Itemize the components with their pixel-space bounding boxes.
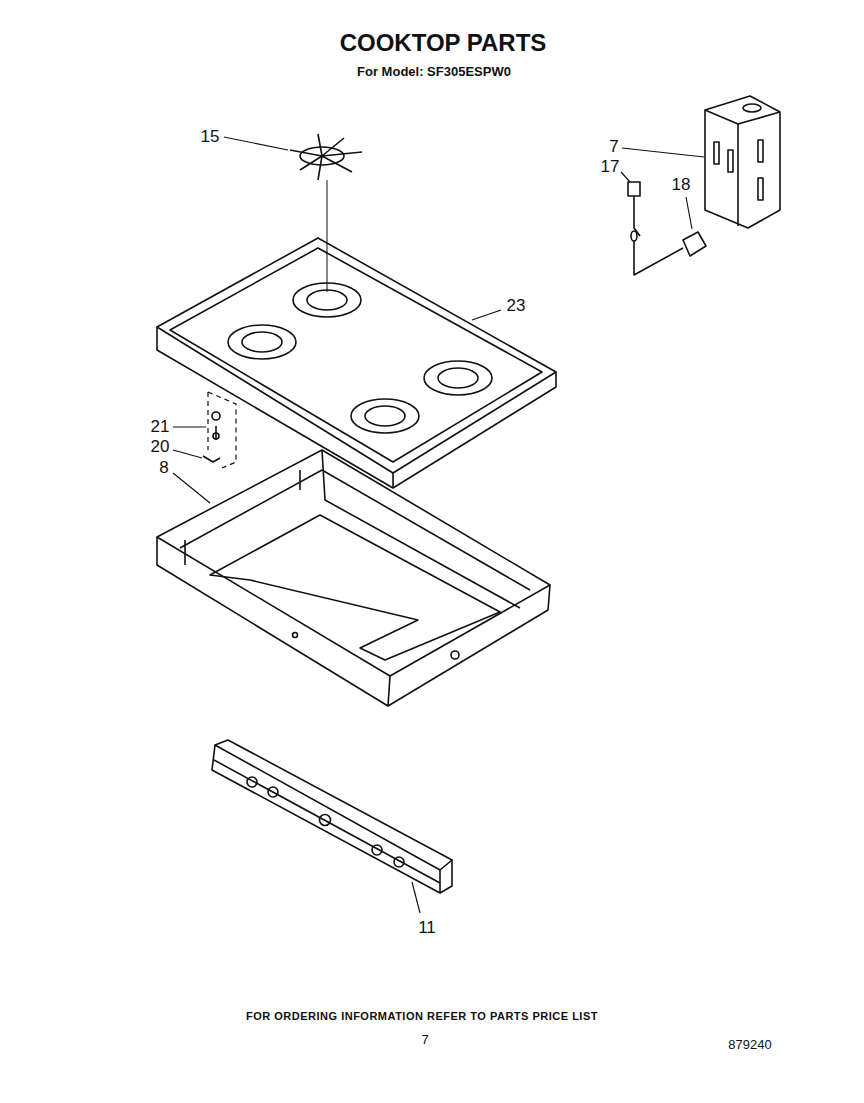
burner-box (157, 450, 550, 706)
callout-number: 21 (151, 418, 170, 437)
page-title: COOKTOP PARTS (340, 30, 547, 56)
fastener-group (203, 392, 236, 468)
callout-number: 18 (672, 176, 691, 195)
callout-number: 15 (201, 128, 220, 147)
callout-number: 7 (609, 138, 618, 157)
callout-number: 20 (151, 438, 170, 457)
callout-number: 11 (418, 919, 436, 938)
manifold-bracket (212, 740, 452, 893)
callout-number: 23 (507, 297, 526, 316)
burner-grate (290, 134, 362, 292)
callout-number: 17 (601, 158, 620, 177)
page-number: 7 (421, 1033, 428, 1047)
power-cord (628, 182, 706, 275)
callout-number: 8 (159, 459, 168, 478)
footer-note: FOR ORDERING INFORMATION REFER TO PARTS … (246, 1010, 598, 1022)
model-number: For Model: SF305ESPW0 (357, 65, 511, 79)
document-number: 879240 (728, 1038, 771, 1052)
leader-lines (173, 137, 704, 913)
cooktop (157, 238, 556, 488)
wiring-housing (705, 96, 780, 228)
